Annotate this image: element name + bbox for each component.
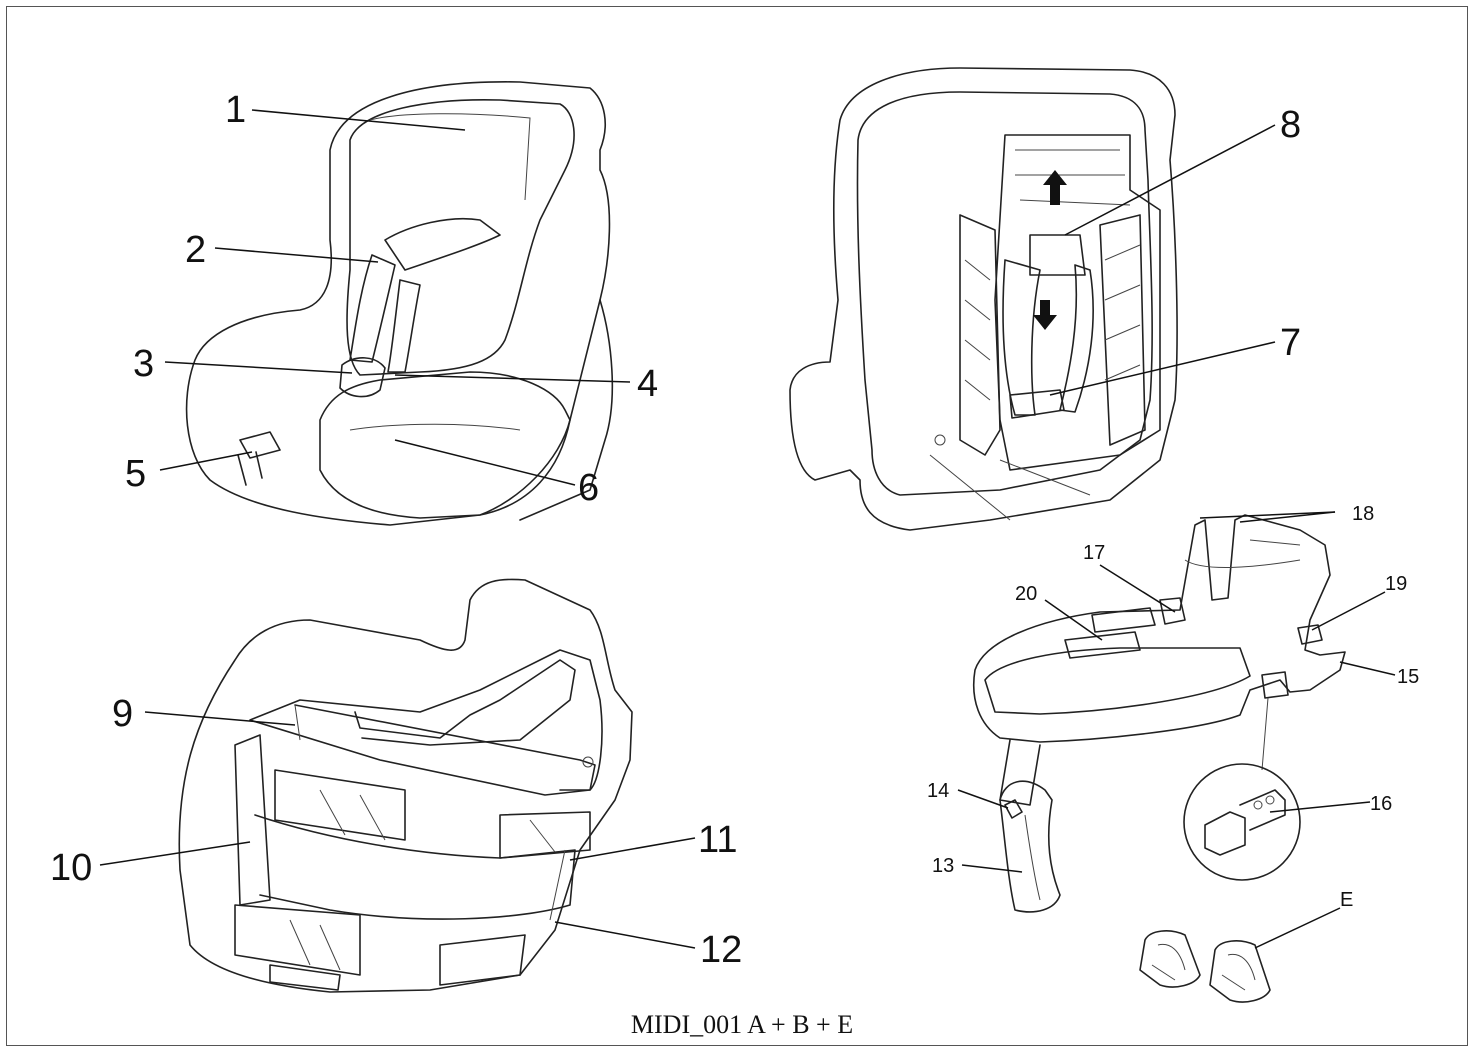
callout-11: 11 [698,819,737,861]
figure-caption: MIDI_001 A + B + E [631,1010,853,1039]
isofix-guides [1139,930,1271,1003]
callout-18: 18 [1352,503,1374,525]
callout-4: 4 [637,363,658,405]
callout-1: 1 [225,89,246,131]
callout-15: 15 [1397,666,1419,688]
callout-2: 2 [185,229,206,271]
support-leg [999,780,1061,913]
callout-5: 5 [125,453,146,495]
callout-E: E [1340,889,1353,911]
callout-19: 19 [1385,573,1407,595]
callout-20: 20 [1015,583,1037,605]
callout-13: 13 [932,855,954,877]
isofix-base [972,514,1346,806]
callout-16: 16 [1370,793,1392,815]
callout-6: 6 [578,467,599,509]
callout-17: 17 [1083,542,1105,564]
seat-rear-view [789,67,1178,531]
seat-underside-view [178,578,633,993]
callout-labels: 1 2 3 4 5 6 7 8 9 10 11 12 13 14 15 16 1… [50,89,1419,971]
callout-9: 9 [112,693,133,735]
callout-7: 7 [1280,322,1301,364]
callout-10: 10 [50,847,92,889]
callout-12: 12 [700,929,742,971]
callout-3: 3 [133,343,154,385]
leader-lines [99,109,1396,949]
isofix-connector-detail [1183,697,1301,881]
callout-14: 14 [927,780,949,802]
diagram-frame [6,6,1468,1046]
seat-front-view [185,81,614,526]
callout-8: 8 [1280,104,1301,146]
